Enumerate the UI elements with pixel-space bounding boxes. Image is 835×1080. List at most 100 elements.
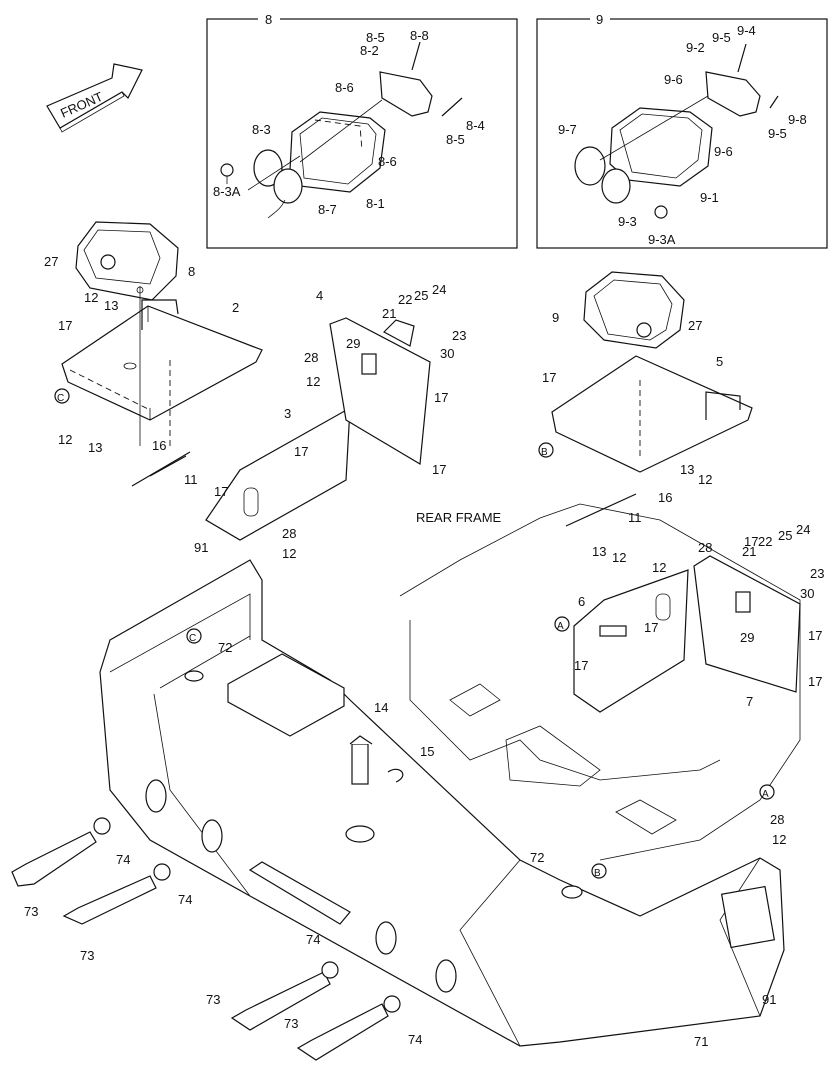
callout-25-a: 25 xyxy=(414,288,428,303)
right-cover-plate xyxy=(551,355,753,473)
callout-17-c: 17 xyxy=(294,444,308,459)
callout-13-a: 13 xyxy=(104,298,118,313)
callout-22-b: 22 xyxy=(758,534,772,549)
label-8-8: 8-8 xyxy=(410,28,429,43)
callout-28-b: 28 xyxy=(282,526,296,541)
ref-mark-a-top: A xyxy=(557,621,564,632)
callout-24-a: 24 xyxy=(432,282,446,297)
label-8-5-right: 8-5 xyxy=(446,132,465,147)
left-cover-plate xyxy=(61,286,263,446)
left-gas-spring xyxy=(131,451,191,487)
callout-13-c: 13 xyxy=(680,462,694,477)
callout-12-b: 12 xyxy=(58,432,72,447)
right-work-lamp xyxy=(583,271,685,349)
callout-11-b: 11 xyxy=(628,510,642,525)
callout-23-a: 23 xyxy=(452,328,466,343)
panel-7 xyxy=(693,555,801,693)
callout-12-e: 12 xyxy=(698,472,712,487)
callouts: 27 8 12 13 2 17 12 13 16 11 4 22 25 24 2… xyxy=(24,254,824,1049)
label-9-6-top: 9-6 xyxy=(664,72,683,87)
right-gas-spring xyxy=(565,493,637,527)
callout-29-b: 29 xyxy=(740,630,754,645)
ref-mark-b-bottom: B xyxy=(594,868,601,879)
label-9-7: 9-7 xyxy=(558,122,577,137)
label-8-2: 8-2 xyxy=(360,43,379,58)
callout-72-b: 72 xyxy=(530,850,544,865)
callout-17-f: 17 xyxy=(542,370,556,385)
callout-91-a: 91 xyxy=(194,540,208,555)
detail-box-8-number: 8 xyxy=(265,12,272,27)
callout-12-h: 12 xyxy=(772,832,786,847)
label-9-3a: 9-3A xyxy=(648,232,676,247)
label-9-2: 9-2 xyxy=(686,40,705,55)
lock-pin xyxy=(349,735,404,785)
callout-3: 3 xyxy=(284,406,291,421)
callout-17-g: 17 xyxy=(744,534,758,549)
label-9-4: 9-4 xyxy=(737,23,756,38)
callout-17-a: 17 xyxy=(58,318,72,333)
callout-11-a: 11 xyxy=(184,472,198,487)
callout-73-d: 73 xyxy=(284,1016,298,1031)
callout-12-g: 12 xyxy=(652,560,666,575)
callout-5: 5 xyxy=(716,354,723,369)
callout-13-b: 13 xyxy=(88,440,102,455)
label-8-7: 8-7 xyxy=(318,202,337,217)
label-9-3: 9-3 xyxy=(618,214,637,229)
callout-28-a: 28 xyxy=(304,350,318,365)
label-8-4: 8-4 xyxy=(466,118,485,133)
label-8-5-top: 8-5 xyxy=(366,30,385,45)
label-9-6-bottom: 9-6 xyxy=(714,144,733,159)
label-9-1: 9-1 xyxy=(700,190,719,205)
callout-71: 71 xyxy=(694,1034,708,1049)
callout-17-k: 17 xyxy=(808,674,822,689)
callout-12-a: 12 xyxy=(84,290,98,305)
callout-28-d: 28 xyxy=(770,812,784,827)
ref-mark-c-bottom: C xyxy=(189,633,196,644)
label-8-6-bottom: 8-6 xyxy=(378,154,397,169)
callout-30-b: 30 xyxy=(800,586,814,601)
callout-9: 9 xyxy=(552,310,559,325)
front-arrow: FRONT xyxy=(46,63,143,133)
callout-12-d: 12 xyxy=(282,546,296,561)
callout-73-a: 73 xyxy=(24,904,38,919)
callout-29-a: 29 xyxy=(346,336,360,351)
callout-22-a: 22 xyxy=(398,292,412,307)
label-8-3: 8-3 xyxy=(252,122,271,137)
panel-6 xyxy=(573,569,689,713)
detail-box-8: 8 8-5 8-8 8-2 8-6 8-4 8-5 8-3 8-6 8-3A 8… xyxy=(206,11,518,249)
callout-23-b: 23 xyxy=(810,566,824,581)
callout-72-a: 72 xyxy=(218,640,232,655)
callout-17-d: 17 xyxy=(432,462,446,477)
label-8-1: 8-1 xyxy=(366,196,385,211)
ref-mark-b-top: B xyxy=(541,447,548,458)
callout-74-c: 74 xyxy=(306,932,320,947)
callout-16-a: 16 xyxy=(152,438,166,453)
label-8-3a: 8-3A xyxy=(213,184,241,199)
detail-box-9: 9 9-5 9-4 9-2 9-6 9-8 9-5 9-7 9-6 9-1 9-… xyxy=(536,11,828,249)
callout-17-j: 17 xyxy=(574,658,588,673)
label-9-8: 9-8 xyxy=(788,112,807,127)
callout-30-a: 30 xyxy=(440,346,454,361)
callout-21-a: 21 xyxy=(382,306,396,321)
callout-17-b: 17 xyxy=(434,390,448,405)
label-8-6-top: 8-6 xyxy=(335,80,354,95)
callout-12-f: 12 xyxy=(612,550,626,565)
ref-mark-c-left: C xyxy=(57,393,64,404)
ref-mark-a-bottom: A xyxy=(762,789,769,800)
callout-17-e: 17 xyxy=(214,484,228,499)
label-9-5-top: 9-5 xyxy=(712,30,731,45)
rear-frame-label: REAR FRAME xyxy=(416,510,502,525)
callout-73-c: 73 xyxy=(206,992,220,1007)
counterweight xyxy=(99,559,785,1047)
left-work-lamp xyxy=(75,221,179,301)
callout-21-b: 21 xyxy=(742,544,756,559)
callout-12-c: 12 xyxy=(306,374,320,389)
callout-73-b: 73 xyxy=(80,948,94,963)
callout-17-i: 17 xyxy=(644,620,658,635)
callout-13-d: 13 xyxy=(592,544,606,559)
callout-74-d: 74 xyxy=(408,1032,422,1047)
callout-27-right: 27 xyxy=(688,318,702,333)
callout-25-b: 25 xyxy=(778,528,792,543)
callout-24-b: 24 xyxy=(796,522,810,537)
